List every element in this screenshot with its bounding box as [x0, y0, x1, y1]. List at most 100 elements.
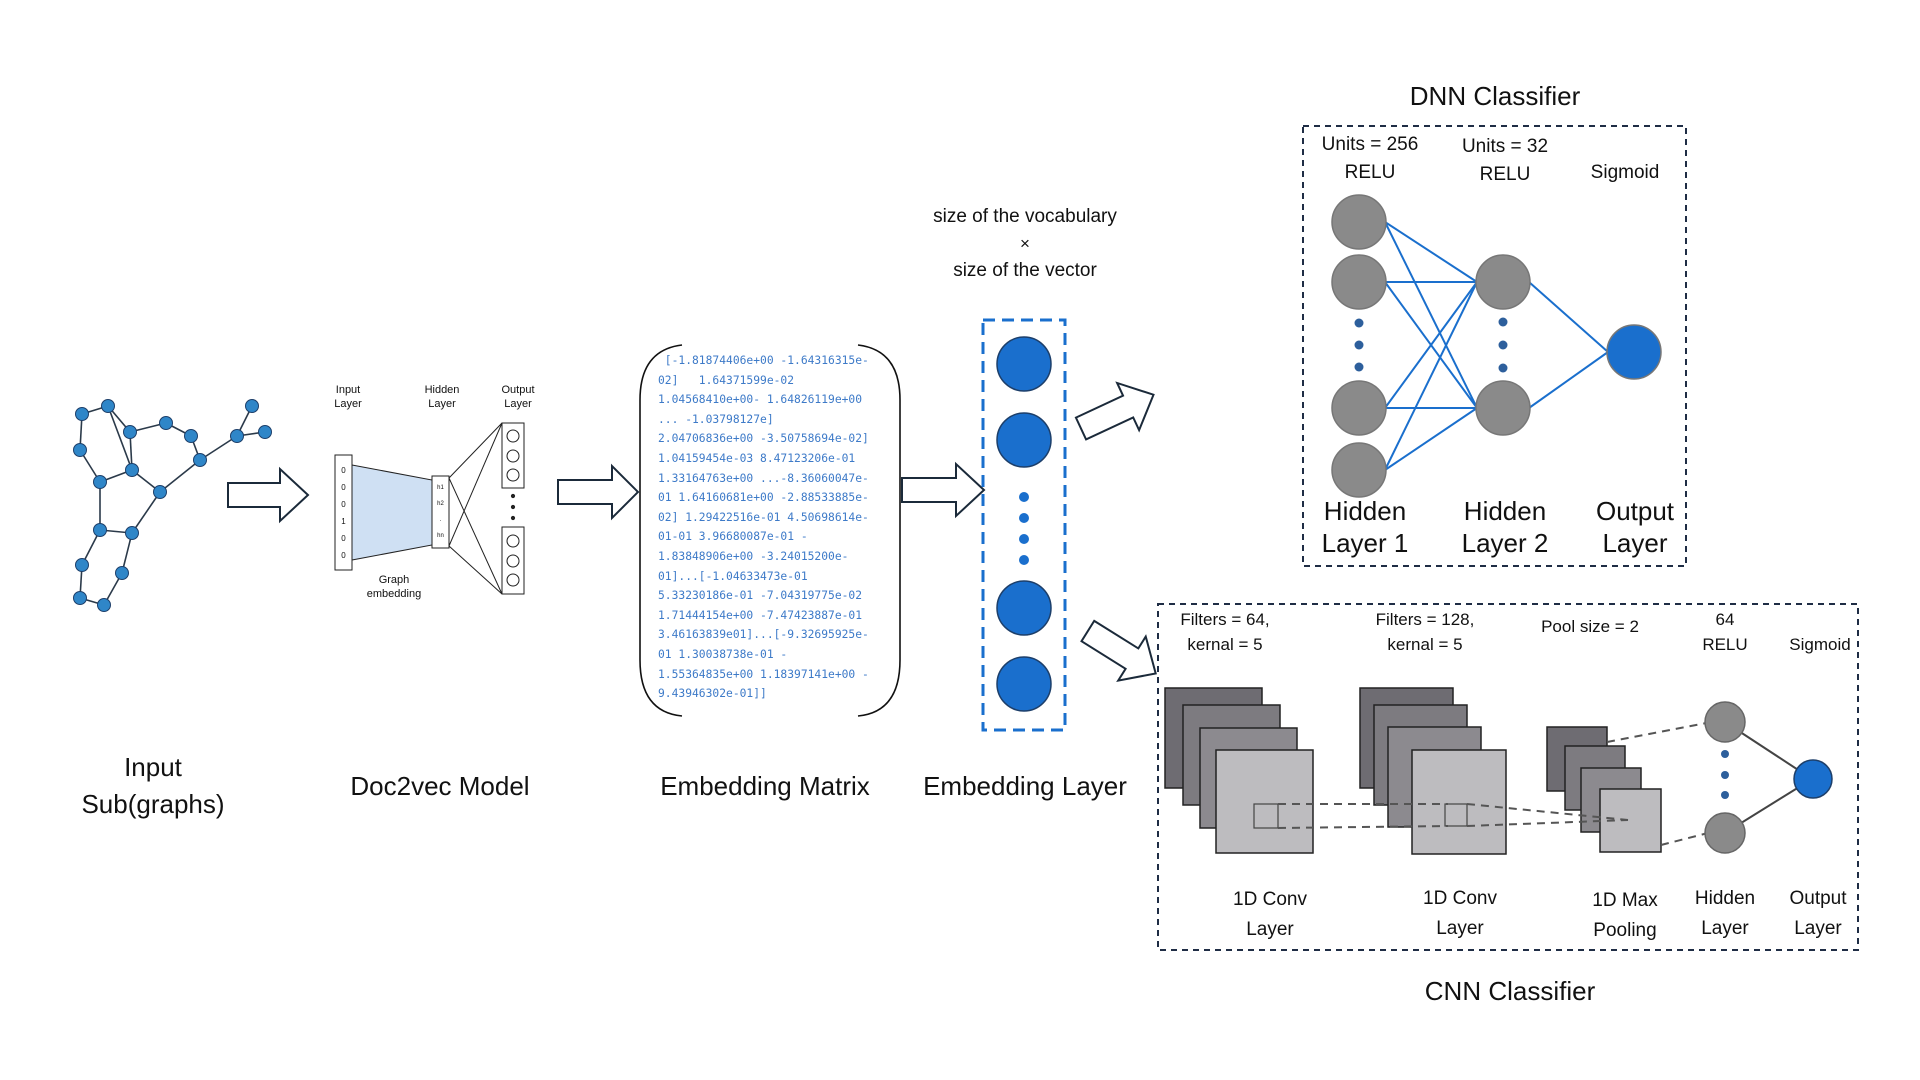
graph-node — [153, 485, 167, 499]
hidden-vector-value: h2 — [437, 501, 444, 507]
arrow-to-cnn — [1080, 619, 1157, 683]
graph-node — [115, 566, 129, 580]
dnn-l2-act: RELU — [1479, 164, 1531, 185]
pooling-stack — [1546, 726, 1662, 853]
dnn-edge — [1528, 351, 1609, 409]
cnn-conv1-kernel: kernal = 5 — [1187, 635, 1263, 654]
dnn-edge — [1384, 407, 1478, 471]
times-symbol: × — [1020, 234, 1030, 253]
input-label-2: Sub(graphs) — [81, 789, 225, 819]
matrix-brackets — [639, 344, 901, 717]
graph-node — [245, 399, 259, 413]
dnn-edge — [1384, 221, 1478, 409]
dnn-output-label-2: Layer — [1602, 528, 1668, 558]
dnn-output-node — [1606, 324, 1662, 380]
graph-node — [73, 591, 87, 605]
ellipsis-dot — [1498, 340, 1508, 350]
input-vector-value: 0 — [341, 551, 346, 560]
embedding-node — [996, 580, 1052, 636]
cnn-classifier-graphic — [1157, 603, 1859, 951]
dnn-hidden1-label-1: Hidden — [1323, 496, 1407, 526]
input-label-1: Input — [124, 752, 182, 782]
embedding-matrix-values: [-1.81874406e+00 -1.64316315e- 02] 1.643… — [658, 354, 869, 701]
graph-node — [97, 598, 111, 612]
doc2vec-model — [334, 422, 525, 595]
input-vector-value: 1 — [341, 517, 346, 526]
dnn-hidden1-node — [1331, 442, 1387, 498]
ellipsis-dot — [1354, 362, 1364, 372]
ellipsis-dot — [1498, 317, 1508, 327]
dnn-edge — [1384, 281, 1478, 471]
dnn-hidden2-node — [1475, 380, 1531, 436]
cnn-pool-label-2: Pooling — [1593, 920, 1657, 941]
graph-node — [93, 475, 107, 489]
embedding-node — [996, 412, 1052, 468]
input-graph — [73, 399, 272, 612]
graph-node — [230, 429, 244, 443]
arrow-2 — [557, 463, 640, 521]
cnn-conv1-filters: Filters = 64, — [1180, 610, 1270, 629]
cnn-hidden-act: RELU — [1702, 635, 1748, 654]
graph-node — [73, 443, 87, 457]
cnn-conv2-label-2: Layer — [1436, 918, 1484, 939]
arrow-3 — [901, 461, 986, 519]
cnn-output-node — [1793, 759, 1833, 799]
graph-node — [125, 463, 139, 477]
embedding-layer-graphic — [981, 318, 1067, 732]
cnn-conv2-label-1: 1D Conv — [1423, 888, 1497, 909]
graph-node — [75, 558, 89, 572]
arrow-to-dnn — [1074, 381, 1155, 441]
doc2vec-output-layer-label: Output Layer — [501, 384, 535, 410]
doc2vec-title: Doc2vec Model — [350, 771, 530, 801]
dnn-l1-act: RELU — [1344, 162, 1396, 183]
embedding-matrix-title: Embedding Matrix — [660, 771, 870, 801]
dnn-hidden1-node — [1331, 254, 1387, 310]
graph-edge — [131, 491, 161, 534]
dnn-hidden1-label-2: Layer 1 — [1321, 528, 1409, 558]
embedding-node — [996, 656, 1052, 712]
dnn-edge — [1528, 281, 1609, 353]
cnn-conv2-filters: Filters = 128, — [1375, 610, 1475, 629]
dnn-l1-units: Units = 256 — [1321, 134, 1419, 155]
ellipsis-dot — [1498, 363, 1508, 373]
dnn-hidden1-node — [1331, 194, 1387, 250]
doc2vec-input-layer-label: Input Layer — [334, 384, 362, 410]
graph-edge — [199, 435, 238, 461]
cnn-conv1-label-2: Layer — [1246, 919, 1294, 940]
cnn-out-act: Sigmoid — [1789, 635, 1851, 654]
vocab-size-label: size of the vocabulary — [933, 206, 1117, 227]
dnn-out-act: Sigmoid — [1590, 162, 1660, 183]
hidden-vector-value: . — [439, 517, 442, 523]
vector-size-label: size of the vector — [953, 260, 1097, 281]
graph-node — [75, 407, 89, 421]
ellipsis-dot — [1354, 318, 1364, 328]
graph-node — [125, 526, 139, 540]
hidden-vector-value: hn — [437, 533, 444, 539]
graph-node — [123, 425, 137, 439]
dnn-hidden2-label-2: Layer 2 — [1461, 528, 1549, 558]
input-vector-value: 0 — [341, 500, 346, 509]
input-vector-value: 0 — [341, 466, 346, 475]
doc2vec-graph-embedding-label: Graph embedding — [366, 574, 422, 600]
graph-edge — [159, 459, 201, 493]
graph-node — [93, 523, 107, 537]
dnn-edge — [1384, 281, 1478, 409]
cnn-title: CNN Classifier — [1424, 976, 1596, 1006]
input-vector-value: 0 — [341, 483, 346, 492]
arrow-1 — [227, 466, 310, 524]
graph-node — [101, 399, 115, 413]
graph-edge — [107, 405, 133, 471]
cnn-output-label-1: Output — [1789, 888, 1847, 909]
doc2vec-input-values: 0 0 0 1 0 0 — [335, 462, 352, 564]
input-vector-value: 0 — [341, 534, 346, 543]
cnn-hidden-units: 64 — [1715, 610, 1735, 629]
graph-node — [184, 429, 198, 443]
cnn-hidden-label-2: Layer — [1701, 918, 1749, 939]
cnn-pool-size: Pool size = 2 — [1541, 617, 1639, 636]
dnn-hidden2-label-1: Hidden — [1463, 496, 1547, 526]
doc2vec-hidden-layer-label: Hidden Layer — [424, 384, 460, 410]
cnn-hidden-node — [1704, 701, 1746, 743]
dnn-output-label-1: Output — [1595, 496, 1675, 526]
